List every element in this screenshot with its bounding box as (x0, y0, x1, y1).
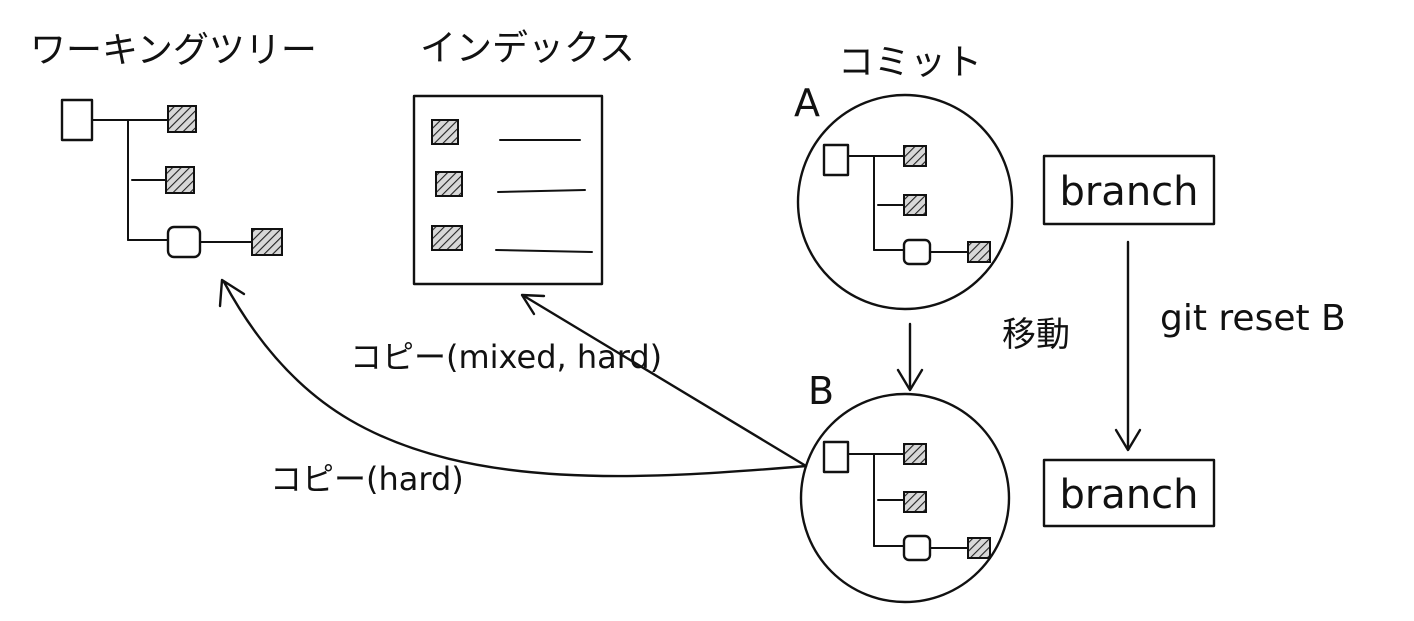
copy-hard-label: コピー(hard) (270, 460, 464, 498)
root-folder-icon (822, 440, 850, 474)
subfolder-icon (902, 534, 932, 562)
commit-b-circle (799, 392, 1011, 604)
working-tree-label: ワーキングツリー (30, 30, 317, 71)
root-folder-icon (822, 143, 850, 177)
file-icon (165, 166, 195, 194)
file-icon (167, 105, 197, 133)
index-box (412, 94, 604, 286)
copy-arrows: コピー(mixed, hard) コピー(hard) (218, 278, 808, 498)
file-icon (967, 537, 991, 559)
commit-a-circle (796, 93, 1014, 311)
index: インデックス (412, 28, 635, 286)
copy-to-working-tree-arrow (222, 280, 808, 478)
file-icon (431, 119, 459, 145)
file-icon (903, 194, 927, 216)
root-folder-icon (60, 98, 94, 142)
file-icon (967, 241, 991, 263)
copy-mixed-hard-label: コピー(mixed, hard) (350, 338, 662, 376)
commits: コミット A B (794, 42, 1014, 604)
branch-box-top (1042, 154, 1216, 226)
subfolder-icon (902, 238, 932, 266)
commit-b-label: B (808, 369, 834, 413)
file-icon (903, 145, 927, 167)
working-tree: ワーキングツリー (30, 30, 317, 259)
branch: branch 移動 git reset B branch (1002, 154, 1346, 528)
subfolder-icon (166, 225, 202, 259)
file-icon (435, 171, 463, 197)
index-label: インデックス (420, 28, 635, 69)
commit-label: コミット (838, 42, 982, 83)
copy-to-index-arrow (522, 294, 808, 468)
file-icon (431, 225, 463, 251)
branch-label-bottom: branch (1059, 472, 1198, 518)
file-icon (903, 443, 927, 465)
branch-box-bottom (1042, 458, 1216, 528)
git-command-label: git reset B (1160, 298, 1346, 339)
commit-a-label: A (794, 81, 820, 125)
branch-label-top: branch (1059, 169, 1198, 215)
file-icon (903, 491, 927, 513)
move-label: 移動 (1002, 315, 1070, 355)
file-icon (251, 228, 283, 256)
